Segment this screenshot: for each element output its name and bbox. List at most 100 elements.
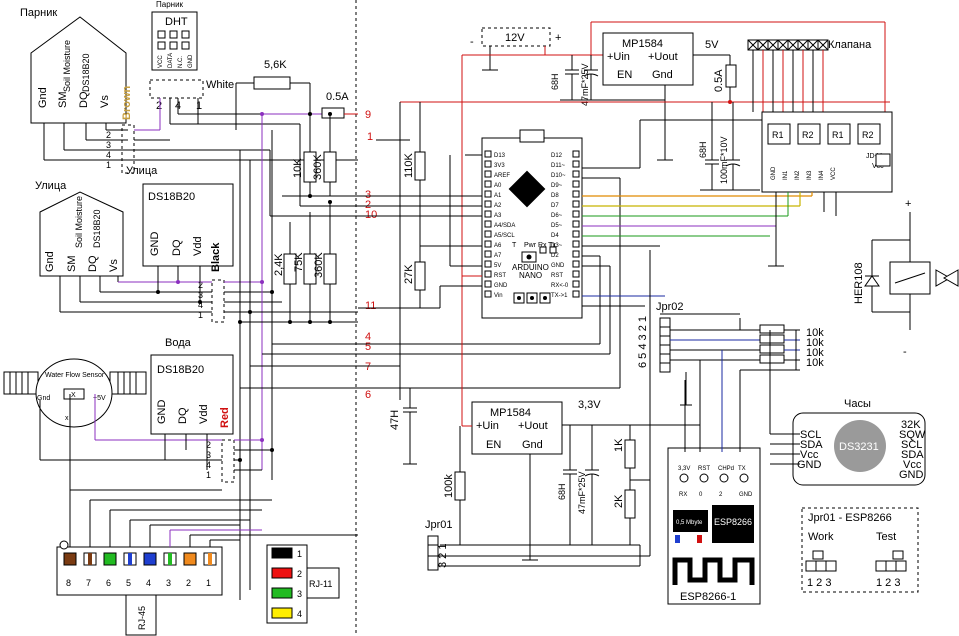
svg-text:Улица: Улица <box>126 165 158 177</box>
svg-text:1K: 1K <box>613 438 625 452</box>
arduino-pin-left <box>484 250 492 258</box>
svg-text:VCC: VCC <box>158 55 164 68</box>
pullup-resistor <box>759 334 785 344</box>
svg-text:+Uin: +Uin <box>607 51 630 63</box>
arduino-pin-left <box>484 170 492 178</box>
svg-text:GND: GND <box>149 232 161 257</box>
white-label: White <box>206 79 234 91</box>
svg-text:IN2: IN2 <box>795 170 801 180</box>
arduino-pin-label: A5/SCL <box>494 233 515 239</box>
esp-pin-label: RX <box>679 492 687 498</box>
svg-text:VCC: VCC <box>831 167 837 180</box>
arduino-pin-left <box>484 200 492 208</box>
arduino-pin-right <box>572 180 580 188</box>
valve-terminal-mark <box>797 39 809 51</box>
svg-text:110K: 110K <box>403 152 415 178</box>
svg-text:3: 3 <box>206 450 211 460</box>
svg-text:IN1: IN1 <box>783 170 789 180</box>
red-label: Red <box>219 407 231 428</box>
svg-text:Vdd: Vdd <box>198 404 210 424</box>
svg-text:Парник: Парник <box>156 0 184 9</box>
svg-text:SDA: SDA <box>901 449 924 461</box>
esp-pin <box>719 473 729 483</box>
pullup-label: 10k <box>806 327 824 339</box>
svg-text:Gnd: Gnd <box>37 395 50 402</box>
parnik-sensor: Парник Soil Moisture DS18B20 Gnd SM DQ V… <box>20 7 135 174</box>
svg-text:27K: 27K <box>403 264 415 284</box>
rj11-legend: 1 2 3 4 RJ-11 <box>266 544 340 624</box>
svg-text:SM: SM <box>66 256 78 273</box>
arduino-pin-label: A7 <box>494 253 502 259</box>
valve-terminal-mark <box>747 39 759 51</box>
svg-text:RJ-45: RJ-45 <box>137 606 147 630</box>
esp-pin <box>679 473 689 483</box>
rj45-pin <box>63 552 77 566</box>
rj45-pin-stripe <box>88 553 92 565</box>
svg-text:4: 4 <box>365 331 371 343</box>
relay-label: R1 <box>832 130 844 140</box>
svg-text:11: 11 <box>365 300 376 312</box>
parnik-ds-label: DS18B20 <box>81 53 91 92</box>
arduino-pin-label: RST <box>551 273 563 279</box>
arduino-pin-right <box>572 200 580 208</box>
svg-text:DQ: DQ <box>177 407 189 424</box>
svg-text:1: 1 <box>297 549 302 559</box>
svg-text:4: 4 <box>198 300 203 310</box>
arduino-pin-right <box>572 220 580 228</box>
jpr01: Jpr01 3 2 1 <box>425 480 651 571</box>
arduino-pin-label: D5~ <box>551 223 563 229</box>
svg-text:ESP8266: ESP8266 <box>714 517 752 527</box>
svg-text:GND: GND <box>771 166 777 180</box>
arduino-pin-left <box>484 270 492 278</box>
svg-text:DS18B20: DS18B20 <box>92 209 102 248</box>
rj45-pin-number: 8 <box>66 578 71 588</box>
arduino-pin-left <box>484 240 492 248</box>
arduino-pin-label: A6 <box>494 243 502 249</box>
svg-text:Vdd: Vdd <box>192 236 204 256</box>
arduino-wiring: 110K 27K <box>358 102 812 465</box>
esp-pin <box>739 473 749 483</box>
arduino-pin-right <box>572 290 580 298</box>
svg-text:+: + <box>555 32 561 44</box>
power-bottom: MP1584 +Uin +Uout EN Gnd 100k 3,3V 68H 4… <box>440 250 700 561</box>
svg-text:68H: 68H <box>557 483 567 500</box>
svg-text:RJ-11: RJ-11 <box>309 579 332 589</box>
svg-text:2: 2 <box>297 569 302 579</box>
arduino-pin-right <box>572 230 580 238</box>
svg-text:3: 3 <box>297 589 302 599</box>
rtc-chip: DS3231 <box>839 441 879 453</box>
rj45-pin-stripe <box>128 553 132 565</box>
svg-text:Soil Moisture: Soil Moisture <box>74 196 84 248</box>
svg-text:Jpr01: Jpr01 <box>425 519 453 531</box>
svg-text:9: 9 <box>365 109 371 121</box>
svg-text:Gnd: Gnd <box>652 69 673 81</box>
valve-terminal-mark <box>777 39 789 51</box>
relay <box>827 123 851 145</box>
arduino-pin-right <box>572 160 580 168</box>
arduino-pin-right <box>572 260 580 268</box>
esp-pin <box>699 473 709 483</box>
rj45-pin-number: 5 <box>126 578 131 588</box>
arduino-pin-label: A1 <box>494 193 502 199</box>
svg-text:SCL: SCL <box>800 429 821 441</box>
valve-terminal-mark <box>817 39 829 51</box>
arduino-pin-left <box>484 190 492 198</box>
wire-numbers: 9 1 3 2 10 11 4 5 7 6 <box>365 109 377 401</box>
svg-text:75K: 75K <box>293 252 305 272</box>
svg-text:Rx: Rx <box>538 242 547 249</box>
svg-text:1 2 3: 1 2 3 <box>876 577 900 589</box>
valve-terminal-mark <box>787 39 799 51</box>
svg-text:EN: EN <box>486 439 501 451</box>
arduino-pin-right <box>572 240 580 248</box>
arduino-pin-right <box>572 190 580 198</box>
svg-text:Water Flow Sensor: Water Flow Sensor <box>45 372 105 379</box>
arduino-pin-label: 3V3 <box>494 163 505 169</box>
ulica-ds18b20: Улица DS18B20 GND DQ Vdd Black 2 3 4 1 <box>126 165 234 323</box>
arduino-pin-label: D2 <box>551 253 559 259</box>
arduino-pin-label: D12 <box>551 153 563 159</box>
esp-pin-label: RST <box>698 466 710 472</box>
arduino-pin-label: D3~ <box>551 243 563 249</box>
